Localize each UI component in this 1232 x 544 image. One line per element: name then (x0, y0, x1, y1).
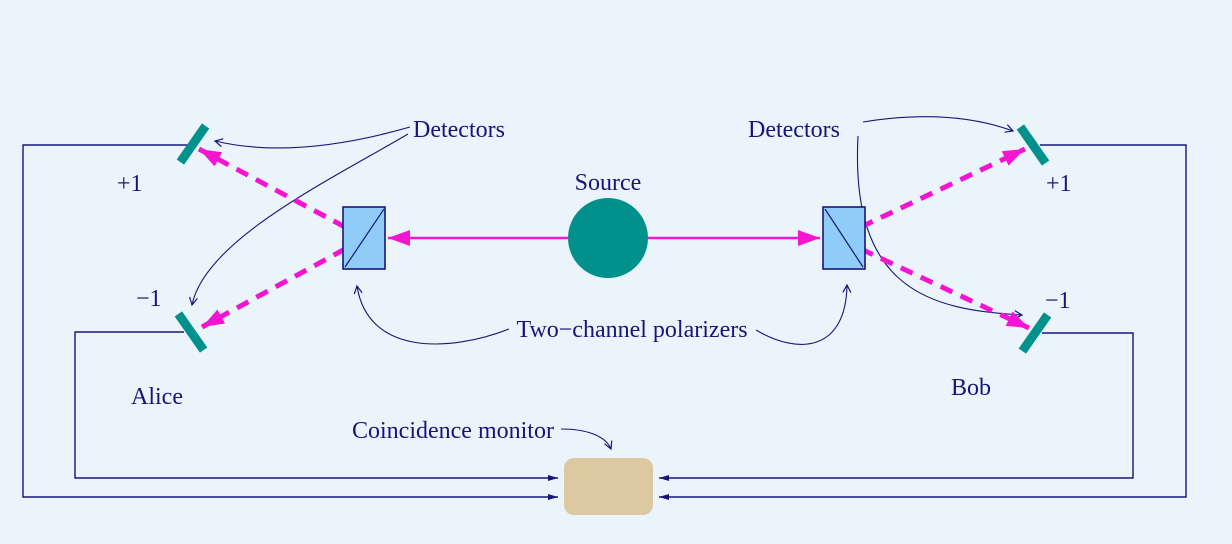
detector-alice-plus (176, 123, 210, 165)
polarizer-right-diagonal (824, 208, 864, 268)
detector-bob-plus (1016, 124, 1050, 166)
beam-left-polarizer-to-plus-detector (197, 146, 347, 230)
source-label: Source (575, 170, 642, 196)
pointer-detectors-left-bottom (192, 133, 409, 305)
detector-alice-minus (174, 311, 208, 353)
wire-bob-plus-to-monitor (659, 144, 1187, 500)
alice-minus-one-label: −1 (136, 286, 162, 312)
pointer-polarizer-right (755, 285, 847, 345)
polarizer-right (822, 206, 866, 270)
alice-plus-one-label: +1 (117, 171, 143, 197)
source-circle (568, 198, 648, 278)
detector-bob-minus (1018, 312, 1052, 354)
pointer-polarizer-left (357, 286, 510, 345)
bob-plus-one-label: +1 (1046, 171, 1072, 197)
pointer-detectors-left-top (215, 126, 411, 149)
bob-label: Bob (951, 375, 991, 401)
pointer-detectors-right-bottom (856, 135, 1022, 315)
detectors-right-label: Detectors (748, 117, 840, 143)
wire-alice-plus-to-monitor (22, 144, 558, 500)
pointer-coincidence-monitor (560, 428, 611, 449)
coincidence-monitor-label: Coincidence monitor (352, 418, 554, 444)
polarizer-left-diagonal (344, 208, 385, 268)
beam-right-polarizer-to-plus-detector (859, 146, 1027, 230)
coincidence-monitor-box (564, 458, 653, 515)
beam-left-polarizer-to-minus-detector (200, 246, 347, 330)
wire-bob-minus-to-monitor (659, 332, 1134, 481)
polarizers-label: Two−channel polarizers (516, 317, 747, 343)
bob-minus-one-label: −1 (1045, 288, 1071, 314)
wire-alice-minus-to-monitor (74, 331, 558, 481)
beam-right-polarizer-to-minus-detector (859, 246, 1031, 331)
pointer-detectors-right-top (862, 116, 1013, 131)
polarizer-left (342, 206, 386, 270)
alice-label: Alice (131, 384, 183, 410)
detectors-left-label: Detectors (413, 117, 505, 143)
